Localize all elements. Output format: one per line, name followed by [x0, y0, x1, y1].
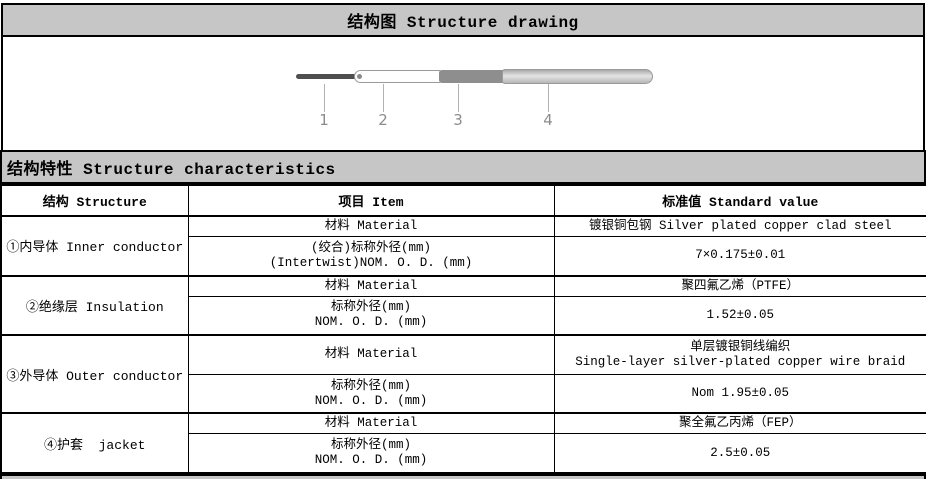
item-text: 材料 Material [324, 347, 418, 362]
value-text-en: Single-layer silver-plated copper wire b… [575, 354, 906, 369]
cable-inner-conductor [296, 74, 360, 79]
value-text: 聚四氟乙烯（PTFE） [681, 278, 799, 293]
structure-drawing-title: 结构图 Structure drawing [347, 14, 579, 32]
item-text-en: NOM. O. D. (mm) [314, 453, 428, 468]
item-text: 材料 Material [324, 278, 418, 293]
item-cell: 标称外径(mm) NOM. O. D. (mm) [187, 433, 555, 474]
structure-cell-jacket: ④护套 jacket [0, 412, 189, 474]
item-cell: 标称外径(mm) NOM. O. D. (mm) [187, 295, 555, 336]
table-row: ③外导体 Outer conductor 材料 Material 单层镀银铜线编… [0, 334, 926, 414]
value-text: 7×0.175±0.01 [695, 248, 786, 263]
structure-drawing-area: 1 2 3 4 [1, 37, 925, 150]
item-text-en: NOM. O. D. (mm) [314, 393, 428, 408]
structure-cell-inner-conductor: ①内导体 Inner conductor [0, 215, 189, 277]
value-text: 聚全氟乙丙烯（FEP） [678, 416, 802, 431]
table-header-row: 结构 Structure 项目 Item 标准值 Standard value [0, 184, 926, 217]
column-header-item: 项目 Item [187, 184, 555, 217]
item-text: 标称外径(mm) [330, 438, 411, 453]
structure-cell-insulation: ②绝缘层 Insulation [0, 274, 189, 336]
item-cell: 材料 Material [187, 412, 555, 435]
value-cell: 聚全氟乙丙烯（FEP） [553, 412, 926, 435]
table-row: ②绝缘层 Insulation 材料 Material 聚四氟乙烯（PTFE） [0, 274, 926, 336]
item-text: 标称外径(mm) [330, 300, 411, 315]
table-row: 标称外径(mm) NOM. O. D. (mm) 2.5±0.05 [1, 433, 926, 474]
cable-insulation [354, 70, 441, 83]
cable-conductor-tip [357, 74, 362, 79]
value-cell: 2.5±0.05 [553, 433, 926, 474]
item-text: (绞合)标称外径(mm) [310, 240, 431, 255]
item-text-en: (Intertwist)NOM. O. D. (mm) [269, 255, 473, 270]
leader-line-3 [458, 84, 459, 112]
table-row: 标称外径(mm) NOM. O. D. (mm) 1.52±0.05 [1, 295, 926, 336]
cable-jacket [502, 69, 653, 84]
item-text: 材料 Material [324, 218, 418, 233]
characteristics-table: 结构 Structure 项目 Item 标准值 Standard value … [0, 184, 926, 474]
column-header-standard-value: 标准值 Standard value [553, 184, 926, 217]
table-row: ④护套 jacket 材料 Material 聚全氟乙丙烯（FEP） [0, 412, 926, 474]
item-text: 材料 Material [324, 416, 418, 431]
drawing-label-4: 4 [543, 111, 553, 129]
leader-line-2 [383, 84, 384, 112]
item-text: 标称外径(mm) [330, 378, 411, 393]
item-text-en: NOM. O. D. (mm) [314, 315, 428, 330]
next-section-header-cutoff [0, 474, 926, 479]
value-text: 单层镀银铜线编织 [690, 339, 791, 354]
structure-drawing-title-bar: 结构图 Structure drawing [1, 3, 925, 37]
value-cell: 单层镀银铜线编织 Single-layer silver-plated copp… [553, 334, 926, 375]
item-cell: 标称外径(mm) NOM. O. D. (mm) [187, 373, 555, 414]
drawing-label-2: 2 [378, 111, 388, 129]
item-cell: 材料 Material [187, 214, 555, 237]
item-cell: 材料 Material [187, 274, 555, 297]
value-cell: 聚四氟乙烯（PTFE） [553, 274, 926, 297]
leader-line-4 [548, 84, 549, 112]
table-row: ①内导体 Inner conductor 材料 Material 镀银铜包钢 S… [0, 214, 926, 277]
structure-characteristics-title: 结构特性 Structure characteristics [7, 161, 336, 179]
structure-characteristics-section-bar: 结构特性 Structure characteristics [0, 150, 926, 184]
value-cell: Nom 1.95±0.05 [553, 373, 926, 414]
value-text: 1.52±0.05 [706, 307, 774, 322]
item-cell: (绞合)标称外径(mm) (Intertwist)NOM. O. D. (mm) [187, 235, 555, 277]
value-cell: 1.52±0.05 [553, 295, 926, 336]
structure-cell-outer-conductor: ③外导体 Outer conductor [0, 334, 189, 414]
table-row: (绞合)标称外径(mm) (Intertwist)NOM. O. D. (mm)… [1, 235, 926, 277]
leader-line-1 [324, 84, 325, 112]
value-text: 2.5±0.05 [710, 445, 771, 460]
drawing-label-3: 3 [453, 111, 463, 129]
value-text: Nom 1.95±0.05 [691, 386, 790, 401]
table-row: 标称外径(mm) NOM. O. D. (mm) Nom 1.95±0.05 [1, 373, 926, 414]
value-cell: 镀银铜包钢 Silver plated copper clad steel [553, 214, 926, 237]
column-header-structure: 结构 Structure [0, 184, 189, 217]
item-cell: 材料 Material [187, 334, 555, 375]
value-cell: 7×0.175±0.01 [553, 235, 926, 277]
characteristics-table-wrap: 结构 Structure 项目 Item 标准值 Standard value … [0, 184, 926, 474]
value-text: 镀银铜包钢 Silver plated copper clad steel [588, 218, 892, 233]
drawing-label-1: 1 [319, 111, 329, 129]
cable-outer-conductor [439, 70, 508, 83]
